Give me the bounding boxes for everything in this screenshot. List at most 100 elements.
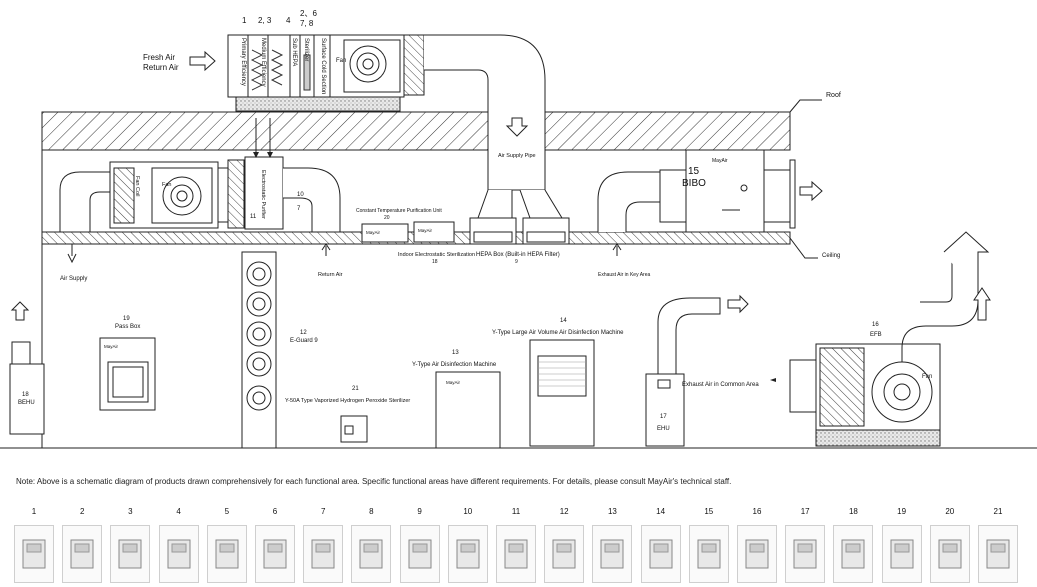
num-9: 9 [515,259,518,265]
product-thumbnail: 15 [688,507,729,585]
num-4: 4 [286,16,291,25]
pass-box: 19 Pass Box MayAir [99,316,156,411]
num-11: 11 [250,214,257,220]
ehu-label: EHU [657,426,670,432]
bibo-label: BIBO [682,178,706,189]
thumbnail-number: 2 [79,507,85,516]
product-thumbnail: 8 [351,507,392,585]
thumbnail-number: 9 [417,507,422,516]
product-thumbnail: 10 [447,507,488,585]
thumbnail-number: 8 [369,507,374,516]
product-thumbnail: 4 [158,507,199,585]
num-2-3: 2, 3 [258,16,272,25]
behu-icon [833,525,874,583]
behu-unit: 18 BEHU [9,301,45,435]
thumbnail-number: 17 [800,507,810,516]
behu-number: 18 [22,392,29,398]
air-supply-label: Air Supply [60,276,87,282]
thumbnail-number: 11 [511,507,521,516]
pass-box-icon [881,525,922,583]
large-disinfection-machine-icon [640,525,681,583]
maybe-logo-b: MayAir [418,228,433,233]
y13-label: Y-Type Air Disinfection Machine [412,362,497,368]
maybe-logo-passbox: MayAir [104,344,119,349]
fresh-air-label: Fresh Air [143,53,175,62]
efb-number: 16 [872,322,879,328]
e-guard-icon [544,525,585,583]
num-20: 20 [384,215,390,221]
cold-coil-icon [351,525,392,583]
sub-hepa-label: Sub HEPA [291,38,297,66]
return-air-top-label: Return Air [143,63,179,72]
num-10: 10 [297,192,304,198]
thumbnail-number: 15 [704,507,714,516]
num-18-b: 18 [432,259,438,265]
thumbnail-number: 19 [897,507,907,516]
fan-coil-label: Fan Coil [134,176,140,196]
bibo-number: 15 [688,166,700,177]
thumbnail-number: 21 [993,507,1003,516]
thumbnail-number: 20 [945,507,955,516]
product-thumbnail: 3 [110,507,151,585]
constant-temperature-unit: Constant Temperature Purification Unit 2… [356,208,475,265]
product-thumbnail: 6 [255,507,295,585]
y14-label: Y-Type Large Air Volume Air Disinfection… [492,330,624,336]
air-supply-pipe-label: Air Supply Pipe [498,153,536,159]
top-air-handling-unit: Fan Primary Efficiency Medium Efficiency… [143,9,425,112]
efb-icon [737,525,777,583]
primary-filter-icon [14,525,54,583]
thumbnail-number: 14 [656,507,666,516]
thumbnail-number: 1 [31,507,37,516]
ehu-number: 17 [660,414,667,420]
product-thumbnail: 14 [640,507,681,585]
v-bank-filter-icon [158,525,199,583]
thumbnail-number: 18 [848,507,858,516]
hepa-box-label: HEPA Box (Built-in HEPA Filter) [476,252,560,258]
roof-label: Roof [826,92,841,99]
fan-coil-unit: Fan Coil Fan Electrostatic Purifier 11 1… [59,118,341,233]
efb-label: EFB [870,332,882,338]
eguard-number: 12 [300,330,307,336]
product-thumbnail: 18 [833,507,874,585]
s21-label: Y-50A Type Vaporized Hydrogen Peroxide S… [285,398,410,404]
fan-efb-label: Fan [922,374,932,380]
y-type-machine-13: 13 Y-Type Air Disinfection Machine MayAi… [412,350,501,449]
vhp-sterilizer: 21 Y-50A Type Vaporized Hydrogen Peroxid… [285,386,410,443]
product-thumbnail: 19 [881,507,922,585]
electrostatic-purifier-icon [496,525,536,583]
num-7-8: 7, 8 [300,19,314,28]
product-thumbnail: 1 [14,507,54,585]
ceiling-label: Ceiling [822,253,840,259]
product-thumbnail: 13 [592,507,633,585]
product-thumbnail: 7 [303,507,344,585]
product-thumbnail: 12 [544,507,585,585]
fan-mid-label: Fan [162,182,171,188]
disinfection-machine-icon [592,525,633,583]
maybe-logo-a: MayAir [366,230,381,235]
hydrogen-peroxide-sterilizer-icon [978,525,1018,583]
product-thumbnail: 9 [399,507,440,585]
product-thumbnail: 2 [62,507,103,585]
pass-box-label: Pass Box [115,324,140,330]
electrostatic-purifier-label: Electrostatic Purifier [260,170,266,219]
air-flow-arrows: Air Supply Return Air [60,243,343,282]
bag-filter-icon [62,525,103,583]
exhaust-key-label: Exhaust Air in Key Area [598,272,650,278]
thumbnail-number: 12 [559,507,569,516]
schematic-note: Note: Above is a schematic diagram of pr… [16,477,732,486]
pass-box-number: 19 [123,316,130,322]
bibo-unit: MayAir 15 BIBO Exhaust Air in Key Area [597,149,823,278]
hepa-box-icon [399,525,440,583]
medium-efficiency-label: Medium Efficiency [260,38,266,87]
efb-unit: Fan 16 EFB [789,231,991,447]
sterilization-unit-icon [929,525,970,583]
hepa-boxes: HEPA Box (Built-in HEPA Filter) 9 [469,189,570,265]
return-air-mid-label: Return Air [318,272,343,278]
indoor-sterilization-label: Indoor Electrostatic Sterilization [398,252,475,258]
thumbnail-number: 13 [607,507,617,516]
product-thumbnail: 20 [929,507,970,585]
product-thumbnail: 21 [978,507,1018,585]
panel-filter-icon [206,525,247,583]
y14-number: 14 [560,318,567,324]
